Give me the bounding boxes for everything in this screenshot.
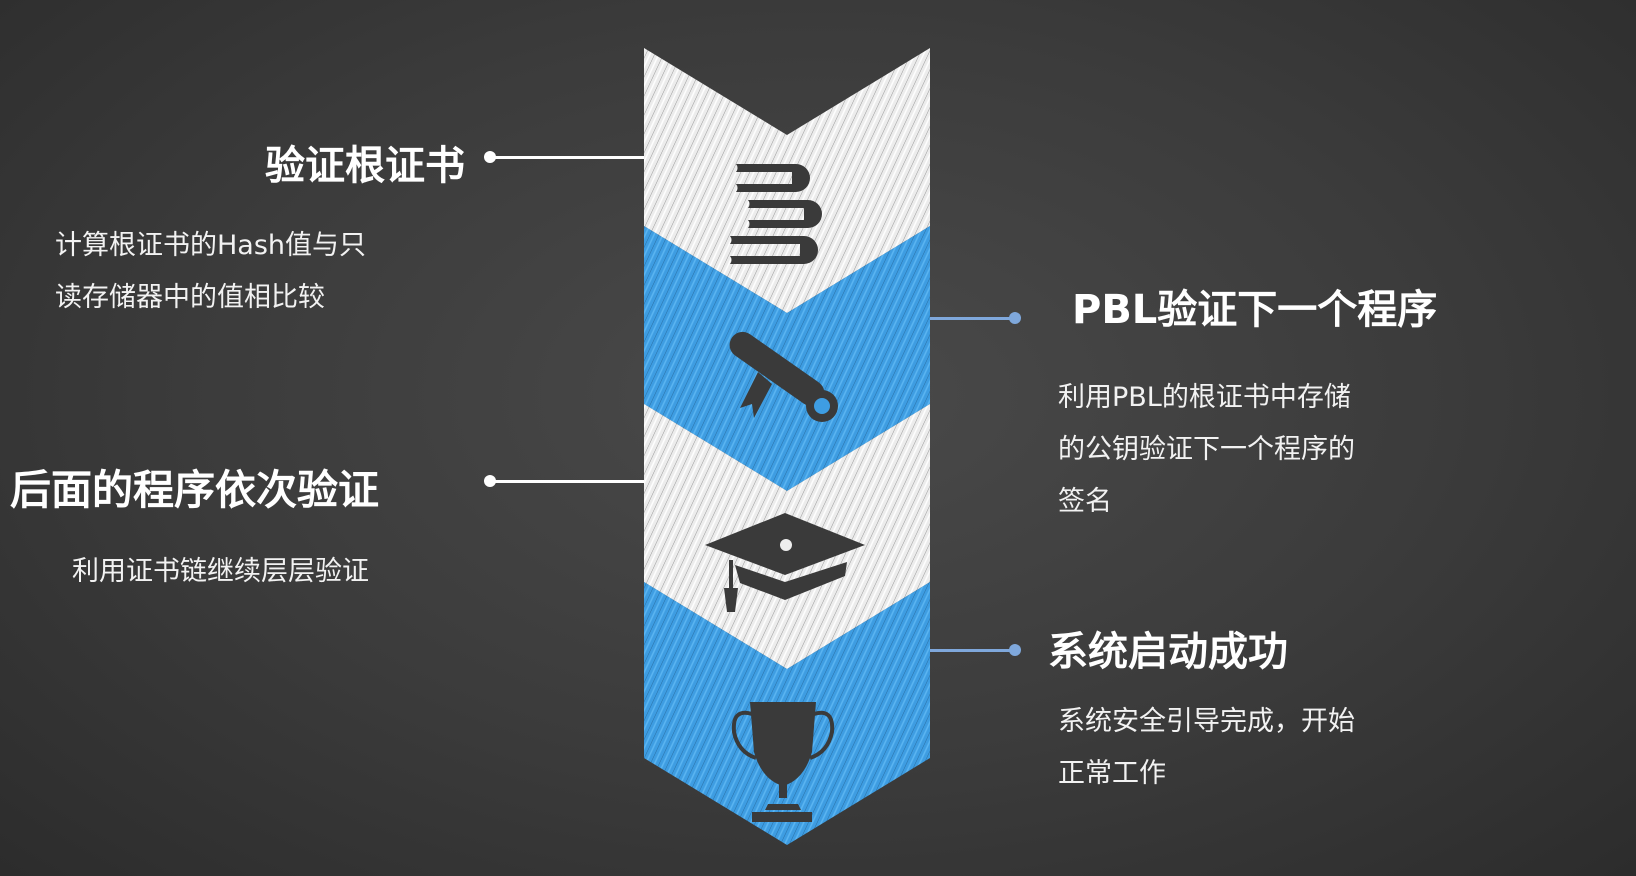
connector-dot-step-2 <box>1009 312 1021 324</box>
connector-line-step-1 <box>490 156 644 159</box>
connector-line-step-3 <box>490 480 644 483</box>
connector-line-step-4 <box>930 649 1015 652</box>
step-2-title: PBL验证下一个程序 <box>1072 287 1438 333</box>
connector-line-step-2 <box>930 317 1015 320</box>
step-2-desc-line: 的公钥验证下一个程序的 <box>1058 434 1355 465</box>
trophy-icon <box>731 702 835 822</box>
step-4-desc-line: 系统安全引导完成，开始 <box>1058 706 1355 737</box>
step-2-description: 利用PBL的根证书中存储 的公钥验证下一个程序的 签名 <box>1058 372 1355 528</box>
chevron-segment-2 <box>644 226 930 491</box>
step-2-desc-line: 利用PBL的根证书中存储 <box>1058 382 1351 413</box>
step-2-desc-line: 签名 <box>1058 486 1112 517</box>
step-1-desc-line: 读存储器中的值相比较 <box>55 282 325 313</box>
connector-dot-step-4 <box>1009 644 1021 656</box>
step-1-desc-line: 计算根证书的Hash值与只 <box>55 230 367 261</box>
step-4-description: 系统安全引导完成，开始 正常工作 <box>1058 696 1355 800</box>
books-icon <box>730 164 822 264</box>
step-3-desc-line: 利用证书链继续层层验证 <box>72 556 369 587</box>
chevron-segment-1 <box>644 48 930 313</box>
connector-dot-step-3 <box>484 475 496 487</box>
step-4-title: 系统启动成功 <box>1048 629 1288 675</box>
diploma-scroll-icon <box>729 331 838 422</box>
step-3-description: 利用证书链继续层层验证 <box>72 546 369 598</box>
step-1-description: 计算根证书的Hash值与只 读存储器中的值相比较 <box>55 220 366 324</box>
connector-dot-step-1 <box>484 151 496 163</box>
step-4-desc-line: 正常工作 <box>1058 758 1166 789</box>
step-3-title: 后面的程序依次验证 <box>10 466 379 514</box>
graduation-cap-icon <box>705 513 865 612</box>
step-1-title: 验证根证书 <box>265 143 465 189</box>
